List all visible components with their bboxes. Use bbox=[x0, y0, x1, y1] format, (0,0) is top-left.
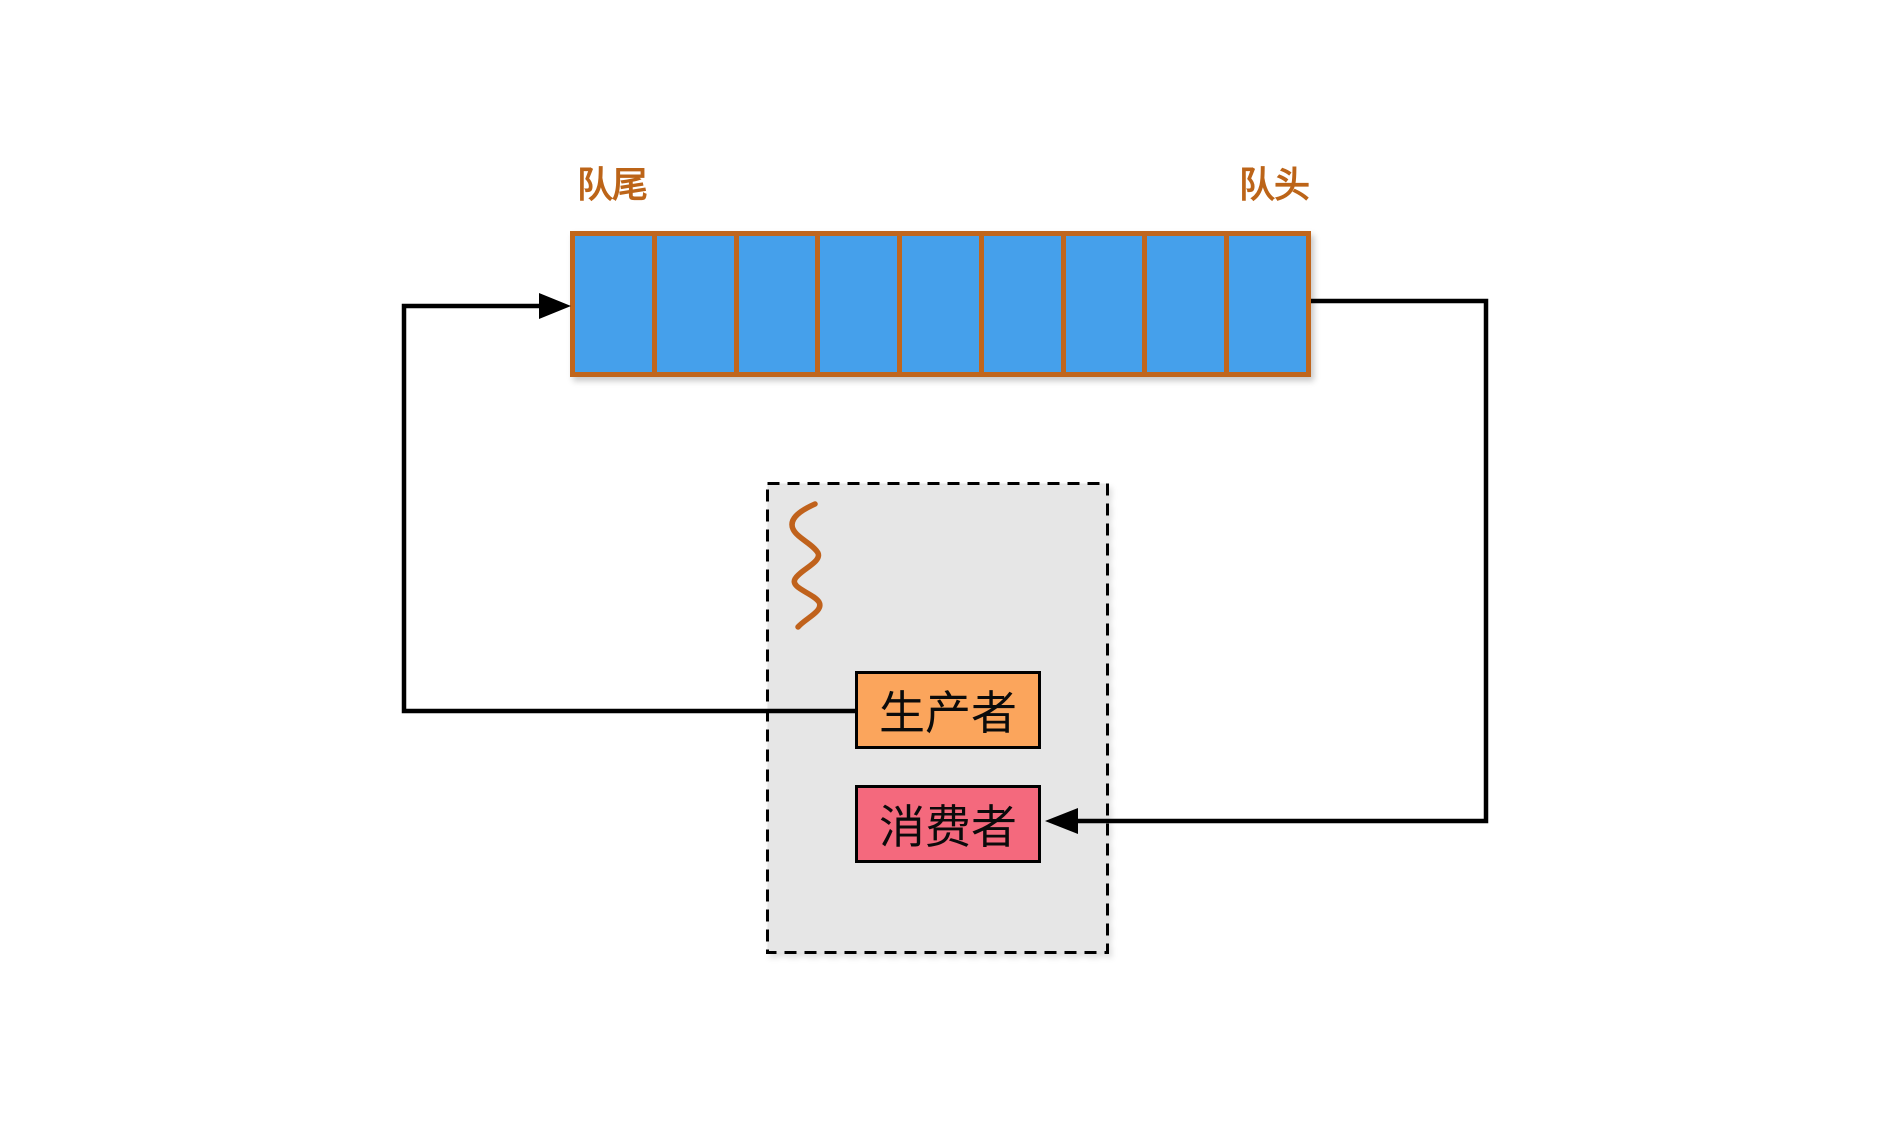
wavy-thread-icon bbox=[789, 501, 823, 630]
queue-cell bbox=[983, 236, 1066, 372]
queue-cell bbox=[1229, 236, 1307, 372]
queue-cell bbox=[575, 236, 657, 372]
queue-cell bbox=[1147, 236, 1230, 372]
dequeue-arrow-line bbox=[1077, 298, 1489, 824]
consumer-label: 消费者 bbox=[879, 801, 1017, 853]
queue-cell bbox=[656, 236, 739, 372]
queue-head-label: 队头 bbox=[1239, 164, 1310, 205]
queue-cell bbox=[902, 236, 984, 372]
producer-label: 生产者 bbox=[879, 687, 1017, 739]
dequeue-arrowhead-icon bbox=[1045, 808, 1078, 834]
enqueue-arrowhead-icon bbox=[539, 293, 571, 319]
queue-array bbox=[570, 231, 1311, 377]
queue-cell bbox=[738, 236, 821, 372]
consumer-box: 消费者 bbox=[855, 785, 1041, 863]
queue-tail-label: 队尾 bbox=[577, 164, 648, 205]
queue-cell bbox=[820, 236, 903, 372]
producer-box: 生产者 bbox=[855, 671, 1041, 749]
queue-cell bbox=[1065, 236, 1148, 372]
